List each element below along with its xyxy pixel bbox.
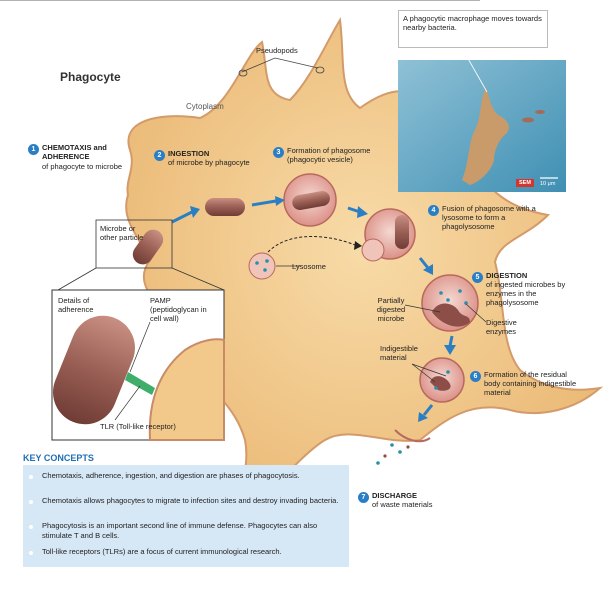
lysosome-path-arrowhead [354, 241, 362, 250]
key-concepts-box [23, 465, 349, 567]
kc-bullet [29, 525, 33, 529]
step-5-badge: 5 [472, 272, 483, 283]
inset-source-box [95, 219, 173, 269]
step-7-text: of waste materials [372, 500, 433, 509]
step-5-heading: DIGESTION [486, 271, 528, 280]
digestive-enzyme [446, 298, 450, 302]
step-6-text: Formation of the residual body containin… [484, 370, 577, 397]
step-6-badge: 6 [470, 371, 481, 382]
label-pointers [0, 0, 487, 383]
lysosome-enzyme [265, 259, 269, 263]
sem-scale-label: 10 μm [540, 181, 556, 187]
phagolysosome-microbe [395, 215, 409, 249]
partially-digested-microbe-shape [432, 303, 470, 327]
partially-digested-label: Partially digested microbe [376, 296, 406, 323]
phagosome-microbe [292, 190, 330, 210]
pseudopods-pointer [241, 57, 319, 73]
inset-microbe [53, 315, 135, 425]
lysosome-path [267, 236, 356, 253]
step-4-badge: 4 [428, 205, 439, 216]
pseudopod-marker-right [315, 66, 325, 74]
process-arrows [171, 196, 456, 422]
waste-particle [376, 461, 380, 465]
kc-bullet [29, 475, 33, 479]
microbe-ingested [205, 198, 245, 216]
step-7-badge: 7 [358, 492, 369, 503]
step-1-badge: 1 [28, 144, 39, 155]
inset-connector-left [57, 267, 97, 291]
waste-particle [406, 445, 410, 449]
pamp-pointer [129, 321, 151, 373]
step-3-text: Formation of phagosome (phagocytic vesic… [287, 146, 371, 164]
lysosome-enzyme [263, 268, 267, 272]
sem-bacterium [522, 117, 534, 123]
lysosome-fusing [361, 238, 385, 262]
kc-bullet [29, 551, 33, 555]
sem-bacterium [535, 110, 545, 114]
digestive-enzymes-label: Digestive enzymes [486, 318, 517, 336]
tlr-pointer [114, 385, 141, 421]
digestive-enzyme [464, 301, 468, 305]
tlr-label: TLR (Toll-like receptor) [100, 422, 176, 431]
indigestible-label: Indigestible material [380, 344, 418, 362]
kc-item-2: Chemotaxis allows phagocytes to migrate … [42, 496, 339, 505]
digestive-enzyme [458, 289, 462, 293]
sem-badge: SEM [516, 179, 534, 187]
step-7-heading: DISCHARGE [372, 491, 418, 500]
step-1-heading: CHEMOTAXIS and ADHERENCE [42, 143, 107, 161]
waste-particle [398, 450, 402, 454]
step-3-badge: 3 [273, 147, 284, 158]
diagram-title: Phagocyte [60, 70, 121, 84]
kc-item-1: Chemotaxis, adherence, ingestion, and di… [42, 471, 300, 480]
step-1-text: of phagocyte to microbe [42, 162, 123, 171]
step-2-heading: INGESTION [168, 149, 210, 158]
sem-macrophage [462, 88, 509, 185]
cytoplasm-label: Cytoplasm [186, 102, 224, 111]
residual-enzyme [434, 386, 438, 390]
step-2-text: of microbe by phagocyte [168, 158, 250, 167]
digestive-enzyme [439, 291, 443, 295]
pamp-label: PAMP (peptidoglycan in cell wall) [150, 296, 207, 323]
lysosome-label: Lysosome [292, 262, 326, 271]
sem-callout: A phagocytic macrophage moves towards ne… [398, 10, 548, 48]
sem-callout-line [461, 47, 488, 93]
lysosome [248, 252, 276, 280]
pseudopods-label: Pseudopods [256, 46, 298, 55]
step-2-badge: 2 [154, 150, 165, 161]
step-4-text: Fusion of phagosome with a lysosome to f… [442, 204, 536, 231]
inset-connector-right [171, 267, 225, 291]
key-concepts-title: KEY CONCEPTS [23, 453, 94, 463]
residual-enzyme [446, 370, 450, 374]
waste-particle [390, 443, 394, 447]
kc-item-3: Phagocytosis is an important second line… [42, 521, 318, 540]
microbe-free [132, 229, 164, 265]
details-label: Details of adherence [58, 296, 94, 314]
pseudopod-marker-left [238, 69, 248, 77]
lysosome-enzyme [255, 261, 259, 265]
inset-cell-surface [148, 338, 225, 441]
kc-item-4: Toll-like receptors (TLRs) are a focus o… [42, 547, 282, 556]
discharge-opening [394, 429, 431, 443]
waste-particle [383, 454, 387, 458]
step-5-text: of ingested microbes by enzymes in the p… [486, 280, 566, 307]
tlr-receptor [125, 372, 155, 395]
microbe-label: Microbe or other particle [100, 224, 144, 242]
kc-bullet [29, 500, 33, 504]
